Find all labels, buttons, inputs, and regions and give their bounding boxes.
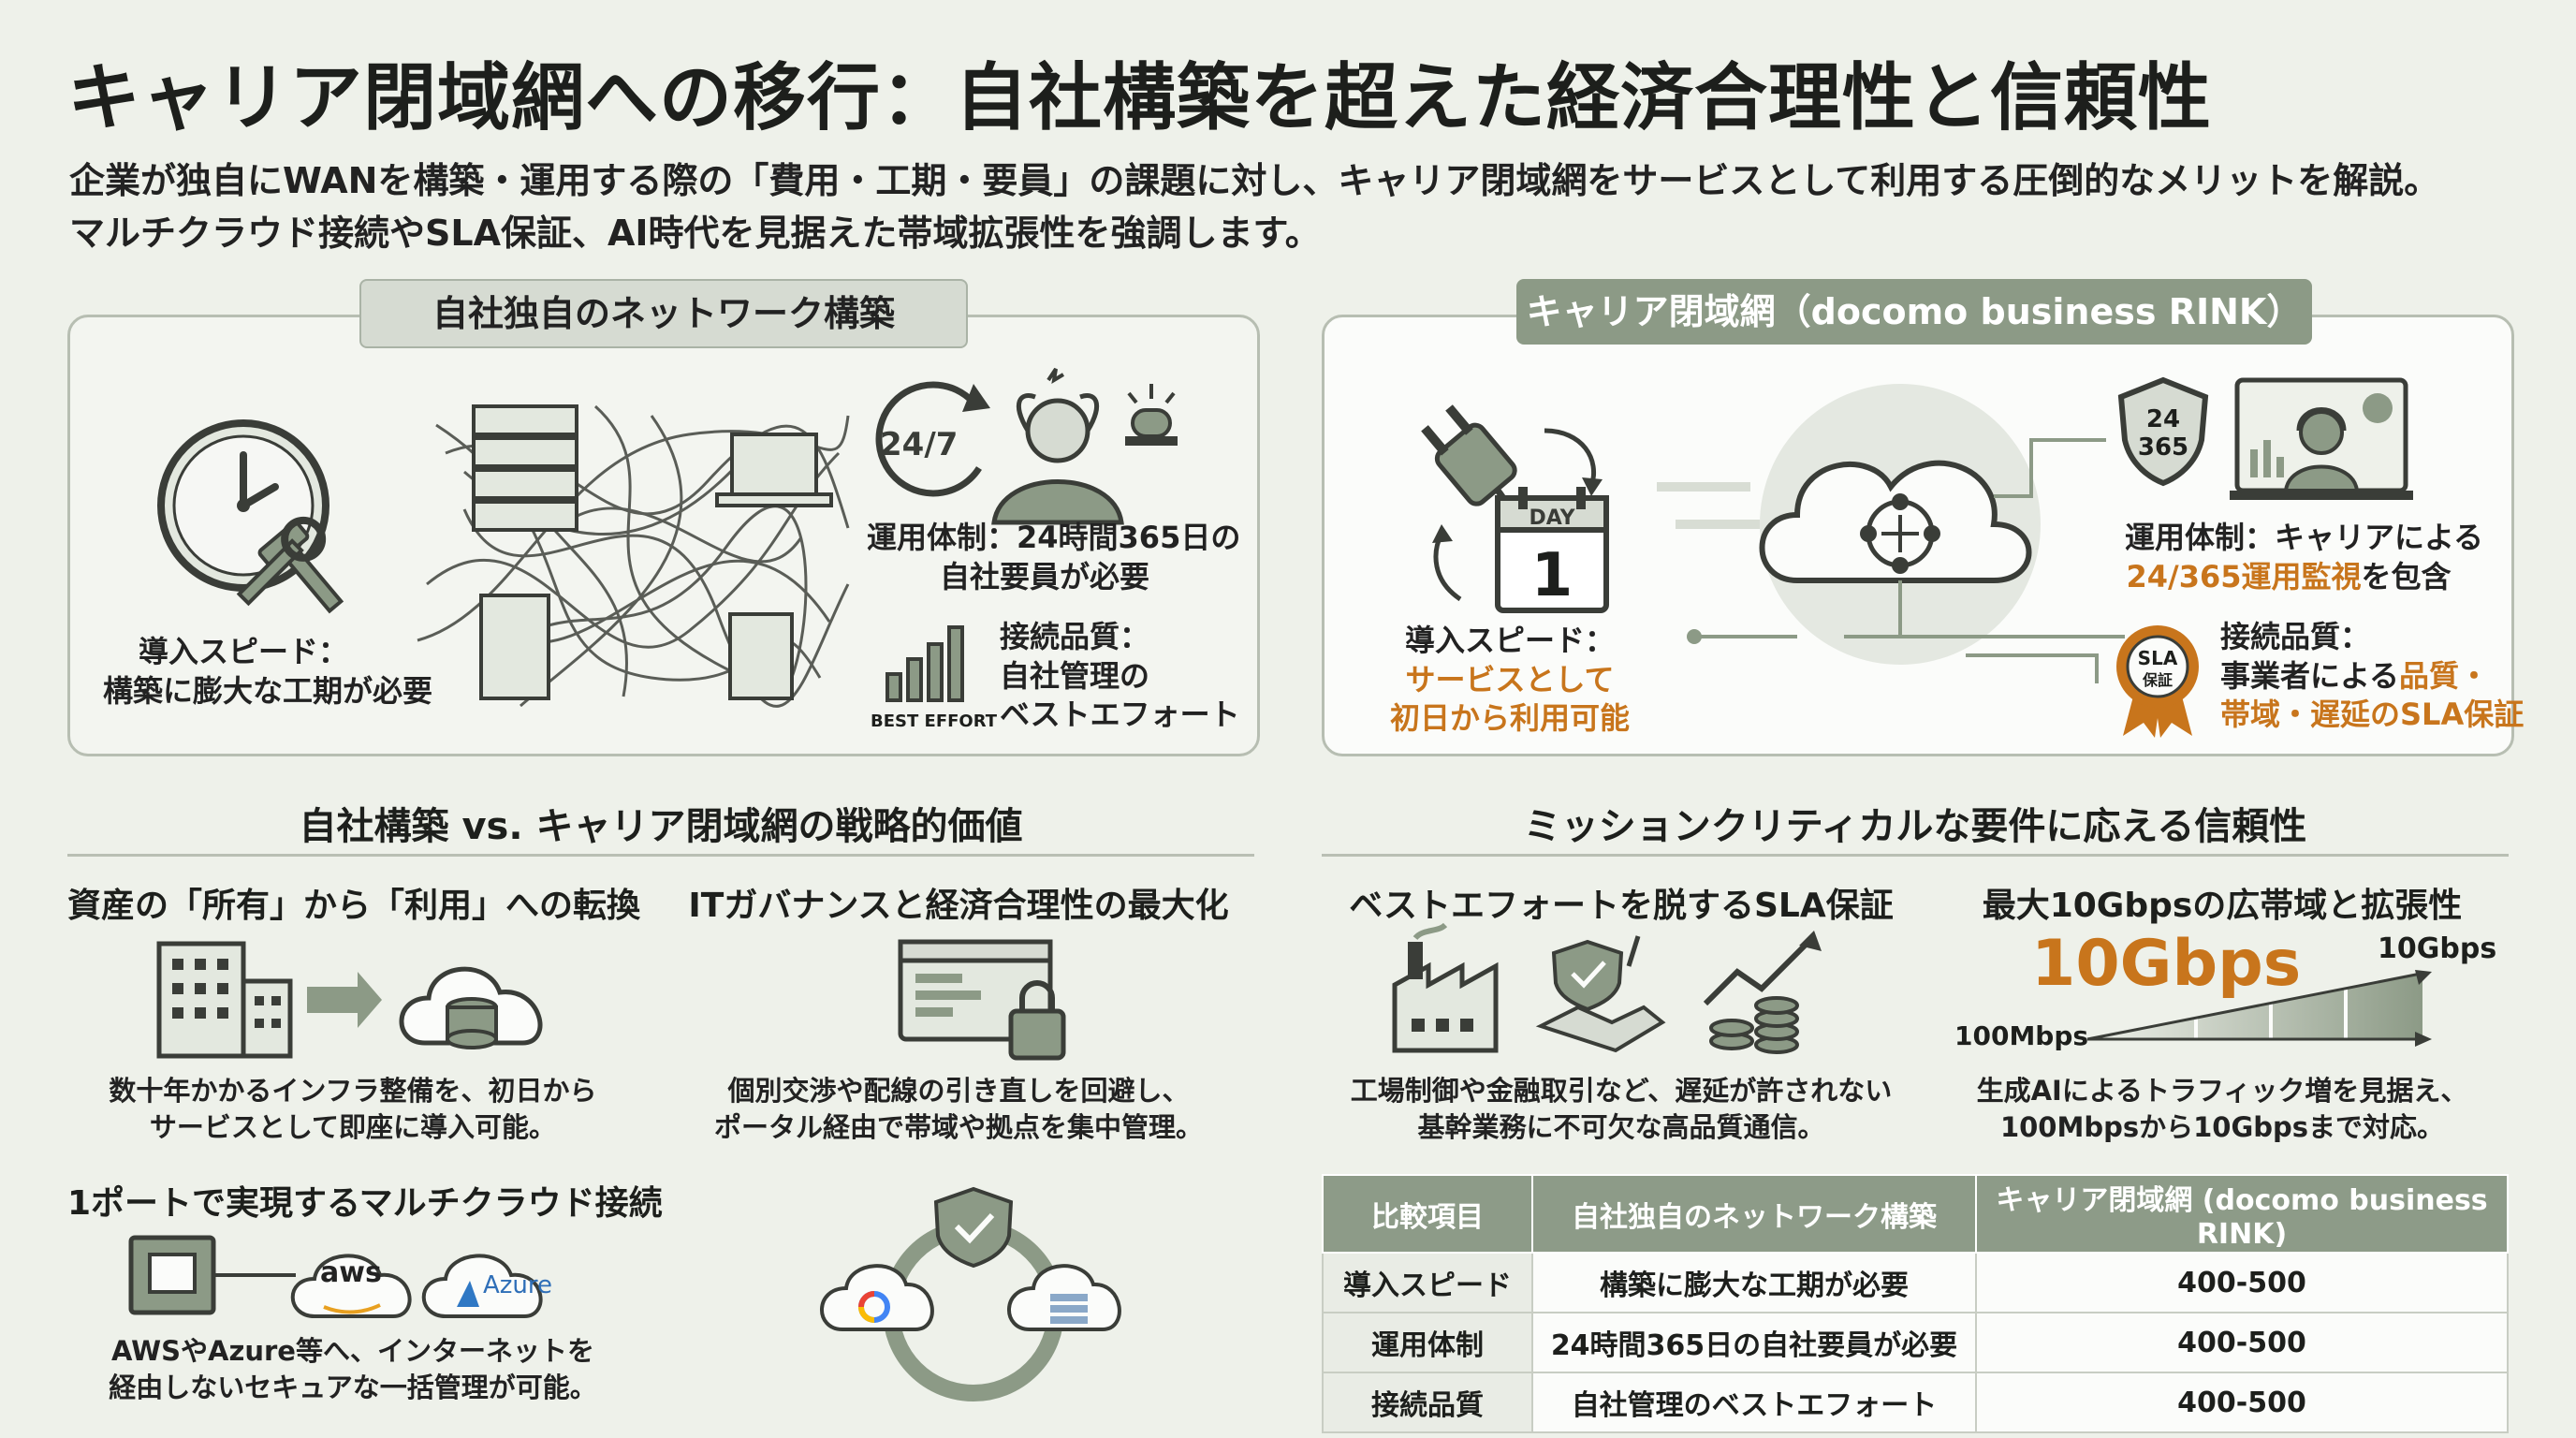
shield-text-365: 365 — [2138, 433, 2188, 462]
table-header-cell: キャリア閉域網 (docomo business RINK) — [1975, 1174, 2509, 1254]
table-cell: 運用体制 — [1322, 1312, 1533, 1373]
table-cell: 構築に膨大な工期が必要 — [1531, 1252, 1977, 1313]
table-header-cell: 自社独自のネットワーク構築 — [1531, 1174, 1977, 1254]
secure-cloud-ring-icon — [820, 1186, 1121, 1401]
self-quality-label: 接続品質：自社管理のベストエフォート — [1000, 619, 1240, 733]
clock-badge-text: 24/7 — [880, 426, 958, 463]
section-divider-left — [67, 854, 1254, 857]
sla-card-title: ベストエフォートを脱するSLA保証 — [1349, 887, 1894, 925]
bandwidth-low-label: 100Mbps — [1954, 1020, 2089, 1051]
shield-247-icon: 24 365 — [2117, 376, 2209, 487]
clock-tools-icon — [157, 419, 344, 614]
reliability-title: ミッションクリティカルな要件に応える信頼性 — [1523, 805, 2307, 848]
self-ops-label: 運用体制：24時間365日の自社要員が必要 — [867, 520, 1241, 594]
table-header-cell: 比較項目 — [1322, 1174, 1533, 1254]
sla-badge-text: SLA — [2138, 647, 2178, 669]
table-cell: 導入スピード — [1322, 1252, 1533, 1313]
azure-logo-text: Azure — [483, 1271, 553, 1299]
cloud-network-icon — [1657, 384, 2125, 683]
table-cell: 400-500 — [1975, 1252, 2509, 1313]
carrier-speed-label: 導入スピード：サービスとして初日から利用可能 — [1389, 623, 1630, 737]
table-cell: 接続品質 — [1322, 1372, 1533, 1433]
bandwidth-top-label: 10Gbps — [2378, 932, 2497, 965]
ownership-card-title: 資産の「所有」から「利用」への転換 — [67, 887, 641, 925]
governance-card-title: ITガバナンスと経済合理性の最大化 — [688, 887, 1229, 925]
best-effort-text: BEST EFFORT — [871, 712, 998, 731]
calendar-top-text: DAY — [1529, 506, 1575, 530]
strategic-value-title: 自社構築 vs. キャリア閉域網の戦略的価値 — [299, 805, 1023, 848]
bandwidth-wedge-icon — [2086, 970, 2432, 1047]
carrier-network-panel-tag: キャリア閉域網（docomo business RINK） — [1516, 279, 2312, 345]
table-header-row: 比較項目 自社独自のネットワーク構築 キャリア閉域網 (docomo busin… — [1322, 1174, 2509, 1254]
governance-card-desc: 個別交渉や配線の引き直しを回避し、ポータル経由で帯域や拠点を集中管理。 — [713, 1075, 1203, 1144]
bandwidth-big-label: 10Gbps — [2031, 927, 2302, 1001]
table-cell: 自社管理のベストエフォート — [1531, 1372, 1977, 1433]
subtitle-line-1: 企業が独自にWANを構築・運用する際の「費用・工期・要員」の課題に対し、キャリア… — [69, 160, 2440, 201]
section-divider-right — [1322, 854, 2509, 857]
calendar-number: 1 — [1531, 541, 1573, 610]
page-title: キャリア閉域網への移行：自社構築を超えた経済合理性と信頼性 — [67, 56, 2213, 140]
tangled-network-icon — [417, 404, 850, 708]
bandwidth-card-title: 最大10Gbpsの広帯域と拡張性 — [1982, 887, 2463, 925]
self-built-panel-tag: 自社独自のネットワーク構築 — [359, 279, 968, 348]
monitoring-operator-icon — [2230, 377, 2413, 500]
calendar-icon: DAY 1 — [1495, 487, 1609, 613]
sla-badge-icon: SLA 保証 — [2116, 625, 2199, 738]
shield-text-24: 24 — [2146, 405, 2180, 433]
self-speed-label: 導入スピード：構築に膨大な工期が必要 — [103, 634, 433, 709]
signal-bars-icon — [886, 625, 964, 702]
table-row: 運用体制 24時間365日の自社要員が必要 400-500 — [1322, 1312, 2509, 1373]
subtitle-line-2: マルチクラウド接続やSLA保証、AI時代を見据えた帯域拡張性を強調します。 — [69, 213, 1321, 254]
table-row: 接続品質 自社管理のベストエフォート 400-500 — [1322, 1372, 2509, 1433]
multicloud-card-desc: AWSやAzure等へ、インターネットを経由しないセキュアな一括管理が可能。 — [109, 1335, 597, 1404]
aws-logo-text: aws — [320, 1256, 382, 1289]
table-cell: 400-500 — [1975, 1372, 2509, 1433]
building-to-cloud-icon — [156, 941, 543, 1059]
bandwidth-card-desc: 生成AIによるトラフィック増を見据え、100Mbpsから10Gbpsまで対応。 — [1976, 1075, 2468, 1144]
ownership-card-desc: 数十年かかるインフラ整備を、初日からサービスとして即座に導入可能。 — [109, 1075, 597, 1144]
sla-badge-subtext: 保証 — [2142, 671, 2173, 689]
table-cell: 24時間365日の自社要員が必要 — [1531, 1312, 1977, 1373]
factory-handshake-finance-icon — [1392, 922, 1822, 1054]
operator-stress-icon: 24/7 — [875, 367, 1178, 525]
carrier-quality-label: 接続品質：事業者による品質・帯域・遅延のSLA保証 — [2220, 619, 2525, 733]
sla-card-desc: 工場制御や金融取引など、遅延が許されない基幹業務に不可欠な高品質通信。 — [1350, 1075, 1893, 1144]
port-to-clouds-icon — [128, 1235, 543, 1318]
table-row: 導入スピード 構築に膨大な工期が必要 400-500 — [1322, 1252, 2509, 1313]
portal-lock-icon — [898, 939, 1066, 1061]
table-cell: 400-500 — [1975, 1312, 2509, 1373]
multicloud-card-title: 1ポートで実現するマルチクラウド接続 — [67, 1184, 663, 1223]
comparison-table: 比較項目 自社独自のネットワーク構築 キャリア閉域網 (docomo busin… — [1322, 1174, 2509, 1433]
